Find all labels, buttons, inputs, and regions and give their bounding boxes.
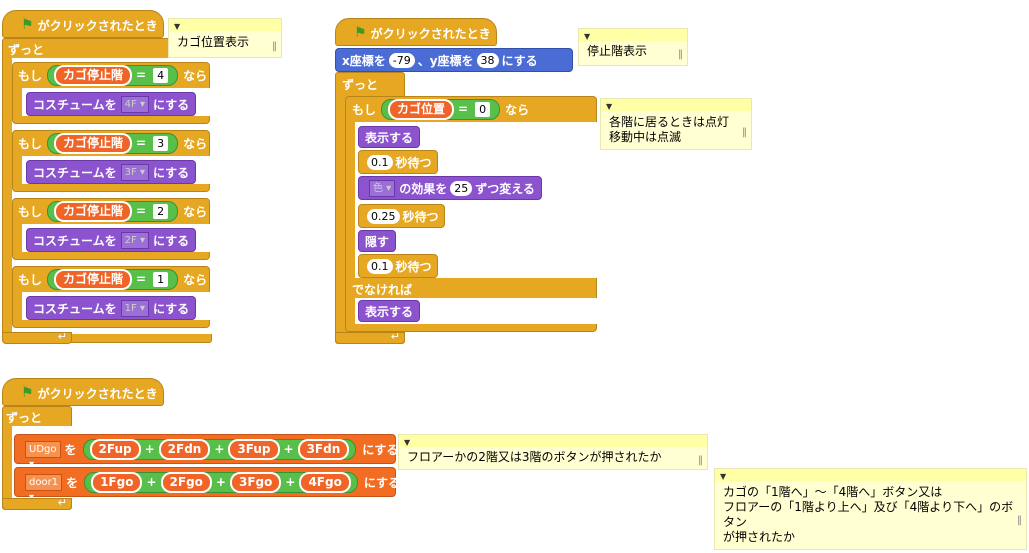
var-cage-stop-floor[interactable]: カゴ停止階 <box>54 200 133 222</box>
y-input[interactable]: 38 <box>476 52 499 68</box>
resize-grip-icon[interactable]: ‖ <box>742 127 747 138</box>
script3: ⚑ がクリックされたとき ずっと UDgo ▾ を 2Fup+2Fdn+3Fup… <box>0 370 1029 553</box>
comment-header <box>169 19 281 31</box>
if-condition-row: もし カゴ停止階 = 3 なら <box>18 132 207 154</box>
var-4Fgo[interactable]: 4Fgo <box>299 471 351 493</box>
costume-dropdown[interactable]: 2F ▾ <box>120 231 149 249</box>
forever-label: ずっと <box>8 43 45 57</box>
set-variable-block[interactable]: door1 ▾ を 1Fgo+2Fgo+3Fgo+4Fgo にする <box>14 467 400 503</box>
effect-dropdown[interactable]: 色 ▾ <box>369 179 396 197</box>
resize-grip-icon[interactable]: ‖ <box>1017 515 1022 526</box>
var-1Fgo[interactable]: 1Fgo <box>91 471 143 493</box>
collapse-triangle-icon[interactable]: ▼ <box>404 438 411 447</box>
collapse-triangle-icon[interactable]: ▼ <box>584 32 591 41</box>
switch-costume-block[interactable]: コスチュームを 4F ▾ にする <box>26 92 197 116</box>
comment-cage-buttons[interactable]: ▼ カゴの「1階へ」～「4階へ」ボタン又は フロアーの「1階より上へ」及び「4階… <box>714 468 1027 550</box>
x-input[interactable]: -79 <box>388 52 415 68</box>
equals-condition[interactable]: カゴ停止階 = 1 <box>47 268 179 290</box>
eq-input[interactable]: 2 <box>153 203 169 219</box>
when-flag-clicked-hat[interactable]: ⚑ がクリックされたとき <box>2 378 164 406</box>
var-2Fgo[interactable]: 2Fgo <box>160 471 212 493</box>
when-flag-clicked-hat[interactable]: ⚑ がクリックされたとき <box>2 10 164 38</box>
loop-return-icon: ↵ <box>57 330 67 343</box>
comment-header <box>601 99 751 111</box>
collapse-triangle-icon[interactable]: ▼ <box>720 472 727 481</box>
equals-condition[interactable]: カゴ停止階 = 2 <box>47 200 179 222</box>
if-then-row: もし カゴ位置 = 0 なら <box>352 98 529 120</box>
green-flag-icon: ⚑ <box>354 25 367 41</box>
goto-xy-block[interactable]: x座標を -79 、y座標を 38 にする <box>335 48 573 72</box>
switch-costume-block[interactable]: コスチュームを 2F ▾ にする <box>26 228 197 252</box>
show-block[interactable]: 表示する <box>358 300 421 322</box>
forever-end: ↵ <box>2 496 72 510</box>
resize-grip-icon[interactable]: ‖ <box>272 41 277 52</box>
comment-lighting[interactable]: ▼ 各階に居るときは点灯 移動中は点滅 ‖ <box>600 98 752 150</box>
wait-block[interactable]: 0.1 秒待つ <box>358 150 438 174</box>
var-3Fdn[interactable]: 3Fdn <box>297 438 350 460</box>
costume-dropdown[interactable]: 4F ▾ <box>120 95 149 113</box>
loop-return-icon: ↵ <box>390 330 400 343</box>
var-3Fgo[interactable]: 3Fgo <box>229 471 282 493</box>
resize-grip-icon[interactable]: ‖ <box>678 49 683 60</box>
comment-header <box>579 29 687 41</box>
else-label: でなければ <box>352 283 413 297</box>
collapse-triangle-icon[interactable]: ▼ <box>174 22 181 31</box>
var-cage-position[interactable]: カゴ位置 <box>388 98 455 120</box>
wait-block[interactable]: 0.25 秒待つ <box>358 204 445 228</box>
if-inner <box>355 122 597 278</box>
if-condition-row: もし カゴ停止階 = 2 なら <box>18 200 207 222</box>
var-cage-stop-floor[interactable]: カゴ停止階 <box>54 268 133 290</box>
set-variable-block[interactable]: UDgo ▾ を 2Fup+2Fdn+3Fup+3Fdn にする <box>14 434 398 470</box>
forever-end: ↵ <box>2 330 72 344</box>
collapse-triangle-icon[interactable]: ▼ <box>606 102 613 111</box>
change-effect-block[interactable]: 色 ▾ の効果を 25 ずつ変える <box>358 176 542 200</box>
script1: ⚑ がクリックされたとき ずっと もし カゴ停止階 = 4 ならコスチュームを … <box>0 0 290 350</box>
eq-input[interactable]: 3 <box>153 135 169 151</box>
var-3Fup[interactable]: 3Fup <box>228 438 280 460</box>
if-condition-row: もし カゴ停止階 = 1 なら <box>18 268 207 290</box>
variable-dropdown[interactable]: door1 ▾ <box>25 473 63 503</box>
costume-dropdown[interactable]: 3F ▾ <box>120 163 149 181</box>
comment-floor-display[interactable]: ▼ 停止階表示 ‖ <box>578 28 688 66</box>
comment-cage-position[interactable]: ▼ カゴ位置表示 ‖ <box>168 18 282 58</box>
var-2Fup[interactable]: 2Fup <box>89 438 141 460</box>
show-block[interactable]: 表示する <box>358 126 421 148</box>
if-condition-row: もし カゴ停止階 = 4 なら <box>18 64 207 86</box>
green-flag-icon: ⚑ <box>21 17 34 33</box>
equals-condition[interactable]: カゴ位置 = 0 <box>381 98 501 120</box>
sum-expression[interactable]: 2Fup+2Fdn+3Fup+3Fdn <box>82 438 357 460</box>
switch-costume-block[interactable]: コスチュームを 1F ▾ にする <box>26 296 197 320</box>
resize-grip-icon[interactable]: ‖ <box>698 455 703 466</box>
loop-return-icon: ↵ <box>57 496 67 509</box>
var-cage-stop-floor[interactable]: カゴ停止階 <box>54 132 133 154</box>
comment-floor-buttons[interactable]: ▼ フロアーかの2階又は3階のボタンが押されたか ‖ <box>398 434 708 470</box>
comment-header <box>399 435 707 447</box>
eq-input[interactable]: 0 <box>475 101 491 117</box>
wait-block[interactable]: 0.1 秒待つ <box>358 254 438 278</box>
costume-dropdown[interactable]: 1F ▾ <box>120 299 149 317</box>
when-flag-clicked-hat[interactable]: ⚑ がクリックされたとき <box>335 18 497 46</box>
comment-header <box>715 469 1026 481</box>
forever-label: ずっと <box>342 78 379 92</box>
switch-costume-block[interactable]: コスチュームを 3F ▾ にする <box>26 160 197 184</box>
green-flag-icon: ⚑ <box>21 385 34 401</box>
equals-condition[interactable]: カゴ停止階 = 4 <box>47 64 179 86</box>
eq-input[interactable]: 4 <box>153 67 169 83</box>
script2: ⚑ がクリックされたとき x座標を -79 、y座標を 38 にする ずっと も… <box>330 0 770 350</box>
equals-condition[interactable]: カゴ停止階 = 3 <box>47 132 179 154</box>
var-cage-stop-floor[interactable]: カゴ停止階 <box>54 64 133 86</box>
forever-label: ずっと <box>6 411 43 425</box>
variable-dropdown[interactable]: UDgo ▾ <box>25 440 61 470</box>
sum-expression[interactable]: 1Fgo+2Fgo+3Fgo+4Fgo <box>84 471 358 493</box>
hide-block[interactable]: 隠す <box>358 230 397 252</box>
eq-input[interactable]: 1 <box>153 271 169 287</box>
var-2Fdn[interactable]: 2Fdn <box>158 438 211 460</box>
forever-end: ↵ <box>335 330 405 344</box>
